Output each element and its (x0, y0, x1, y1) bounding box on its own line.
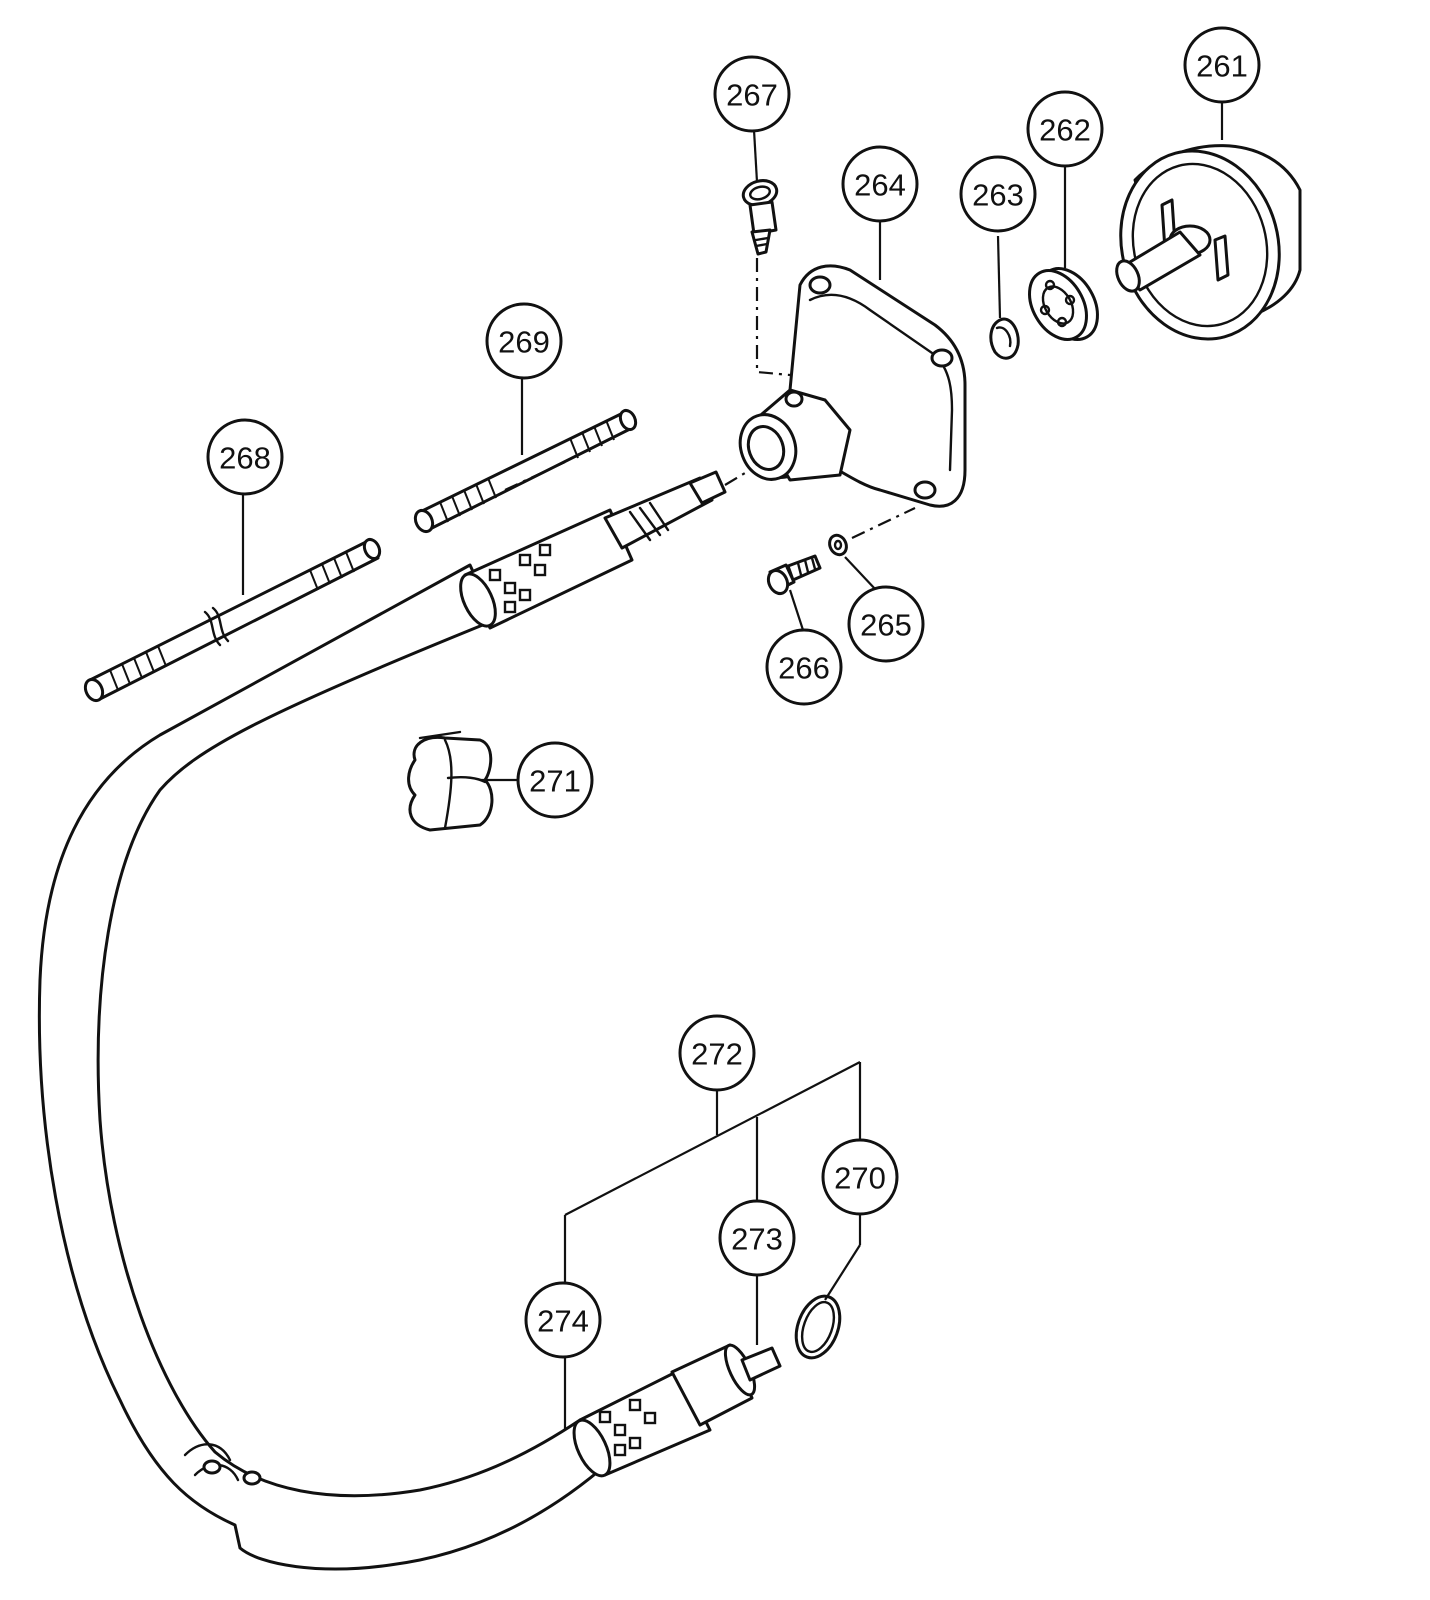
snap-ring-icon (989, 317, 1020, 360)
svg-text:270: 270 (834, 1161, 886, 1196)
callouts: 261 262 263 264 265 266 267 268 (206, 26, 1261, 1359)
svg-text:274: 274 (537, 1304, 589, 1339)
svg-text:264: 264 (854, 168, 906, 203)
svg-text:263: 263 (972, 178, 1024, 213)
callout-262: 262 (1026, 90, 1104, 168)
ferrule-knurl-top (488, 543, 552, 614)
ball-bearing-icon (1028, 267, 1099, 341)
svg-text:272: 272 (691, 1037, 743, 1072)
washer-icon (828, 533, 848, 557)
callout-272: 272 (678, 1014, 756, 1092)
callout-268: 268 (206, 418, 284, 496)
svg-text:267: 267 (726, 78, 778, 113)
callout-263: 263 (959, 155, 1037, 233)
callout-271: 271 (516, 741, 594, 819)
svg-text:268: 268 (219, 441, 271, 476)
o-ring-icon (794, 1294, 842, 1360)
leader-lines (241, 100, 1224, 1430)
outer-hose-icon (37, 563, 602, 1571)
assembly-lines (504, 258, 916, 539)
svg-text:266: 266 (778, 651, 830, 686)
callout-266: 266 (765, 628, 843, 706)
svg-text:269: 269 (498, 325, 550, 360)
callout-273: 273 (718, 1199, 796, 1277)
svg-text:261: 261 (1196, 49, 1248, 84)
bolt-icon (766, 554, 822, 596)
clamp-icon (407, 730, 494, 832)
callout-269: 269 (485, 302, 563, 380)
callout-270: 270 (821, 1138, 899, 1216)
clutch-drum-icon (1115, 144, 1302, 341)
flexible-shaft-assembly-icon (37, 470, 782, 1571)
callout-261: 261 (1183, 26, 1261, 104)
ferrule-knurl-bottom (598, 1398, 657, 1457)
clutch-housing-icon (738, 264, 967, 508)
callout-265: 265 (847, 585, 925, 663)
callout-274: 274 (524, 1281, 602, 1359)
callout-267: 267 (713, 55, 791, 133)
svg-text:271: 271 (529, 764, 581, 799)
grease-plug-icon (741, 179, 779, 256)
short-stud-icon (413, 408, 638, 534)
svg-text:265: 265 (860, 608, 912, 643)
callout-264: 264 (841, 145, 919, 223)
inner-shaft-icon (740, 1346, 782, 1382)
svg-text:262: 262 (1039, 113, 1091, 148)
long-stud-icon (83, 537, 382, 703)
svg-text:273: 273 (731, 1222, 783, 1257)
